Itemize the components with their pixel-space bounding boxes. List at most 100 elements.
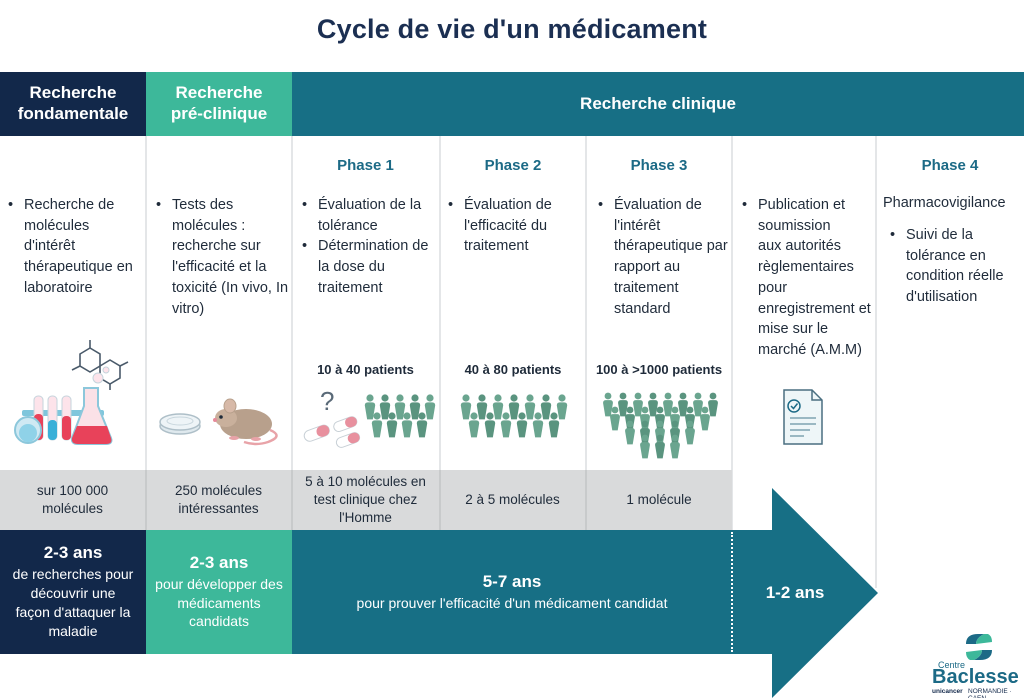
phase2-title: Phase 2	[484, 157, 542, 174]
person-figure	[625, 420, 635, 445]
pills-icon	[303, 416, 361, 448]
logo-name: Baclesse	[932, 666, 1019, 688]
molecules-phase3: 1 molécule	[626, 491, 692, 507]
phase1-item: Détermination de la dose du traitement	[300, 236, 438, 298]
duration-preclinique-years: 2-3 ans	[189, 552, 249, 572]
logo-small-label: Centre	[938, 660, 966, 670]
person-figure	[424, 394, 436, 420]
duration-clinique-years: 5-7 ans	[482, 571, 542, 591]
fondamentale-description: Recherche de molécules d'intérêt thérape…	[6, 195, 142, 299]
molecules-phase2: 2 à 5 molécules	[465, 491, 560, 507]
person-figure	[460, 394, 472, 420]
person-figure	[663, 392, 673, 417]
person-figure	[708, 392, 718, 417]
question-mark-text: ?	[320, 386, 335, 416]
header-recherche-preclinique: Recherche pré-clinique	[146, 72, 292, 136]
page-title: Cycle de vie d'un médicament	[316, 14, 708, 44]
person-figure	[603, 392, 613, 417]
person-figure	[618, 392, 628, 417]
person-figure	[379, 394, 391, 420]
petri-dish-and-mouse-icon	[159, 398, 278, 446]
person-figure	[532, 412, 544, 438]
phase3-title: Phase 3	[630, 157, 688, 174]
person-figure	[610, 406, 620, 431]
person-figure	[484, 412, 496, 438]
phase4-subtitle: Pharmacovigilance	[883, 195, 1006, 211]
person-figure	[476, 394, 488, 420]
person-figure	[401, 412, 413, 438]
person-figure	[409, 394, 421, 420]
column-divider	[585, 136, 587, 470]
phase2-item: Évaluation de l'efficacité du traitement	[446, 195, 584, 257]
duration-clinique: 5-7 ans pour prouver l'efficacité d'un m…	[292, 530, 732, 654]
phase3-patient-group-icon	[603, 392, 718, 459]
duration-preclinique-text: pour développer des médicaments candidat…	[155, 575, 283, 630]
person-figure	[655, 434, 665, 459]
person-figure	[394, 394, 406, 420]
duration-fondamentale-text: de recherches pour découvrir une façon d…	[12, 566, 134, 639]
person-figure	[371, 412, 383, 438]
person-figure	[633, 392, 643, 417]
phase3-item: Évaluation de l'intérêt thérapeutique pa…	[596, 195, 730, 319]
phase4-item: Suivi de la tolérance en condition réell…	[888, 225, 1022, 308]
row-divider	[585, 470, 587, 530]
phase4-title: Phase 4	[921, 157, 979, 174]
molecules-phase1: 5 à 10 molécules en test clinique chez l…	[305, 473, 426, 526]
row-divider	[291, 470, 293, 530]
row-divider	[145, 470, 147, 530]
document-checklist-icon	[783, 389, 823, 445]
person-figure	[500, 412, 512, 438]
preclinique-description: Tests des molécules : recherche sur l'ef…	[154, 195, 290, 319]
column-divider	[291, 136, 293, 470]
phase1-patients: 10 à 40 patients	[317, 362, 414, 377]
baclesse-logo-icon	[966, 634, 992, 660]
person-figure	[556, 394, 568, 420]
fondamentale-item: Recherche de molécules d'intérêt thérape…	[6, 195, 142, 299]
duration-fondamentale: 2-3 ans de recherches pour découvrir une…	[0, 530, 146, 654]
person-figure	[364, 394, 376, 420]
phase2-patients: 40 à 80 patients	[464, 362, 562, 377]
column-divider	[439, 136, 441, 470]
person-figure	[700, 406, 710, 431]
person-figure	[540, 394, 552, 420]
person-figure	[468, 412, 480, 438]
phase1-description: Évaluation de la tolérance Détermination…	[300, 195, 438, 299]
molecules-fondamentale: sur 100 000 molécules	[36, 482, 109, 516]
header-recherche-fondamentale: Recherche fondamentale	[0, 72, 146, 136]
phase1-item: Évaluation de la tolérance	[300, 195, 438, 236]
logo-region: NORMANDIE · CAEN	[968, 688, 1012, 698]
timeline-divider	[731, 532, 733, 652]
person-figure	[524, 394, 536, 420]
person-figure	[508, 394, 520, 420]
duration-fondamentale-years: 2-3 ans	[43, 543, 103, 563]
phase1-patient-group-icon	[364, 394, 436, 438]
duration-amm-years: 1-2 ans	[765, 583, 825, 602]
logo-brand: unicancer	[932, 688, 963, 695]
duration-preclinique: 2-3 ans pour développer des médicaments …	[146, 530, 292, 654]
phase1-title: Phase 1	[337, 157, 394, 174]
column-divider	[875, 136, 877, 588]
phase2-patient-group-icon	[460, 394, 568, 438]
molecules-preclinique: 250 molécules intéressantes	[174, 482, 263, 516]
phase2-description: Évaluation de l'efficacité du traitement	[446, 195, 584, 257]
person-figure	[516, 412, 528, 438]
duration-clinique-text: pour prouver l'efficacité d'un médicamen…	[356, 594, 668, 611]
person-figure	[548, 412, 560, 438]
person-figure	[416, 412, 428, 438]
preclinique-item: Tests des molécules : recherche sur l'ef…	[154, 195, 290, 319]
header-recherche-clinique: Recherche clinique	[292, 72, 1024, 136]
amm-item: Publication et soumission aux autorités …	[740, 195, 874, 361]
person-figure	[648, 392, 658, 417]
person-figure	[685, 420, 695, 445]
person-figure	[640, 434, 650, 459]
phase3-patients: 100 à >1000 patients	[595, 362, 723, 377]
person-figure	[386, 412, 398, 438]
phase4-description: Suivi de la tolérance en condition réell…	[888, 225, 1022, 308]
amm-description: Publication et soumission aux autorités …	[740, 195, 874, 361]
person-figure	[678, 392, 688, 417]
row-divider	[439, 470, 441, 530]
person-figure	[693, 392, 703, 417]
column-divider	[731, 136, 733, 532]
person-figure	[670, 434, 680, 459]
phase3-description: Évaluation de l'intérêt thérapeutique pa…	[596, 195, 730, 319]
